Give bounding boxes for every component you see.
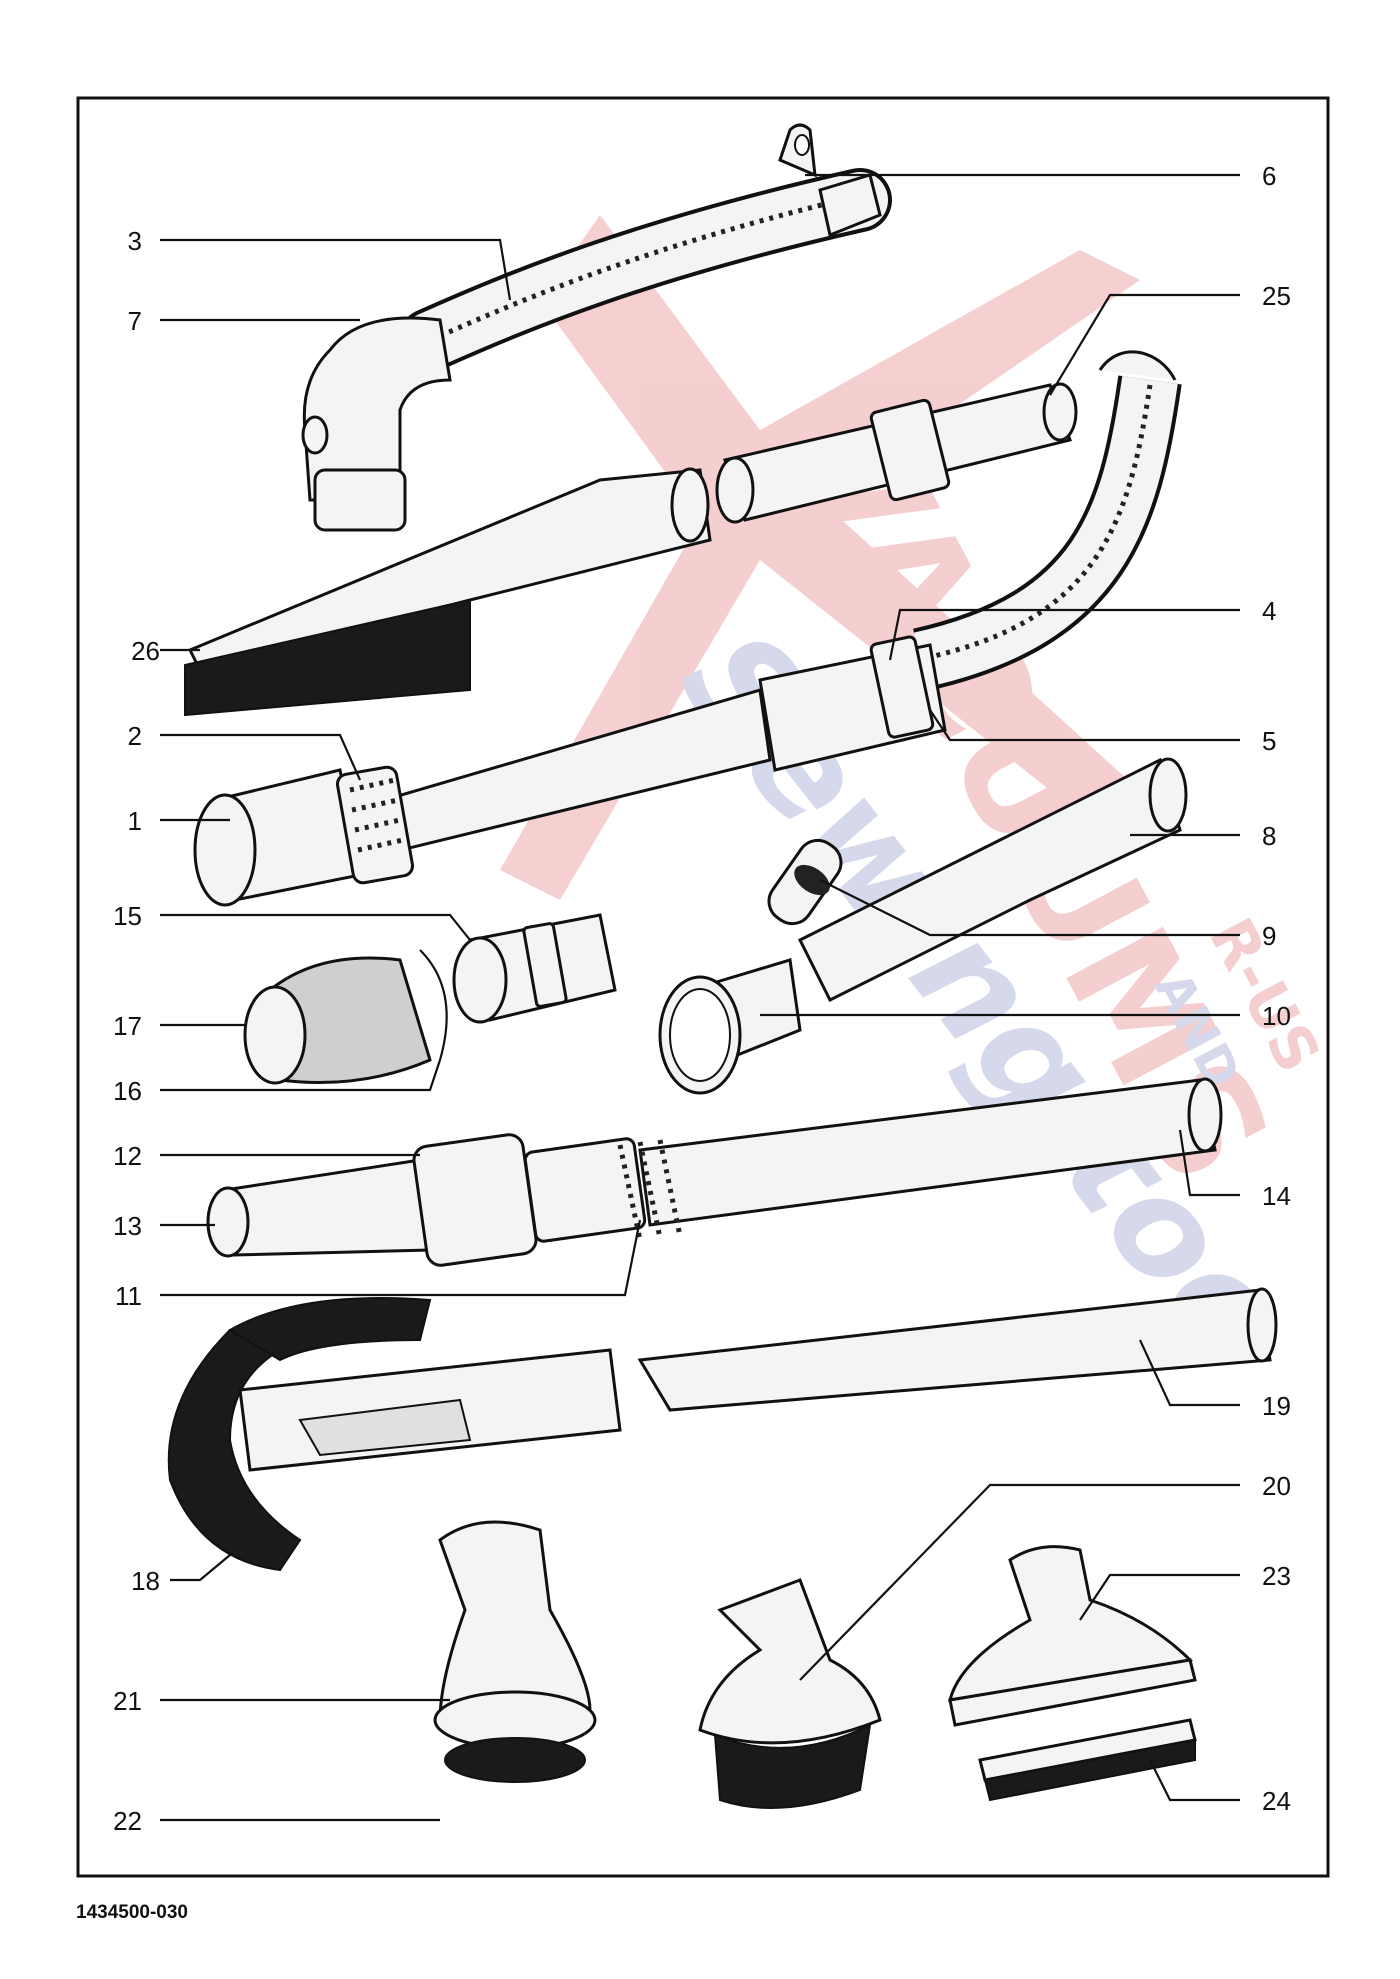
callout-25: 25 bbox=[1262, 281, 1291, 311]
callout-16: 16 bbox=[113, 1076, 142, 1106]
callout-14: 14 bbox=[1262, 1181, 1291, 1211]
callout-21: 21 bbox=[113, 1686, 142, 1716]
hanger-tab-icon bbox=[778, 123, 882, 238]
callout-24: 24 bbox=[1262, 1786, 1291, 1816]
dusting-brush-icon bbox=[698, 1578, 882, 1809]
callout-17: 17 bbox=[113, 1011, 142, 1041]
callout-26: 26 bbox=[131, 636, 160, 666]
callout-5: 5 bbox=[1262, 726, 1276, 756]
round-brush-icon bbox=[433, 1520, 597, 1783]
callout-6: 6 bbox=[1262, 161, 1276, 191]
document-code: 1434500-030 bbox=[76, 1902, 188, 1923]
callout-8: 8 bbox=[1262, 821, 1276, 851]
bent-wand-icon bbox=[797, 757, 1188, 1003]
callout-11: 11 bbox=[115, 1281, 142, 1311]
crevice-tool-icon bbox=[637, 1287, 1278, 1412]
callout-9: 9 bbox=[1262, 921, 1276, 951]
callout-18: 18 bbox=[131, 1566, 160, 1596]
long-hose-icon bbox=[912, 350, 1182, 692]
corrugated-hose-icon bbox=[398, 168, 892, 372]
callout-2: 2 bbox=[128, 721, 142, 751]
callout-22: 22 bbox=[113, 1806, 142, 1836]
adapter-sleeve-icon bbox=[658, 958, 802, 1095]
extension-tube-icon bbox=[206, 1077, 1223, 1267]
callout-19: 19 bbox=[1262, 1391, 1291, 1421]
upholstery-nozzle-icon bbox=[947, 1545, 1197, 1727]
bristle-strip-icon bbox=[978, 1718, 1197, 1802]
callout-13: 13 bbox=[113, 1211, 142, 1241]
telescopic-tube-icon bbox=[715, 382, 1078, 524]
callout-labels: 1 2 3 4 5 6 7 8 9 10 11 12 13 14 15 16 1… bbox=[113, 161, 1291, 1836]
floor-brush-icon bbox=[184, 467, 712, 717]
slider-valve-icon bbox=[767, 838, 843, 926]
callout-1: 1 bbox=[128, 806, 142, 836]
clip-ring-icon bbox=[419, 949, 448, 1061]
callout-7: 7 bbox=[128, 306, 142, 336]
connector-icon bbox=[452, 913, 617, 1024]
elbow-handle-icon bbox=[301, 316, 452, 532]
callout-12: 12 bbox=[113, 1141, 142, 1171]
callout-10: 10 bbox=[1262, 1001, 1291, 1031]
leader-lines bbox=[160, 173, 1240, 1822]
callout-23: 23 bbox=[1262, 1561, 1291, 1591]
main-wand-icon bbox=[193, 635, 947, 907]
radiator-brush-icon bbox=[167, 1297, 622, 1572]
callout-3: 3 bbox=[128, 226, 142, 256]
diagram-frame bbox=[76, 96, 1330, 1878]
watermark-x-logo bbox=[500, 215, 1150, 900]
callout-20: 20 bbox=[1262, 1471, 1291, 1501]
foam-filter-icon bbox=[243, 956, 432, 1085]
callout-15: 15 bbox=[113, 901, 142, 931]
callout-4: 4 bbox=[1262, 596, 1276, 626]
